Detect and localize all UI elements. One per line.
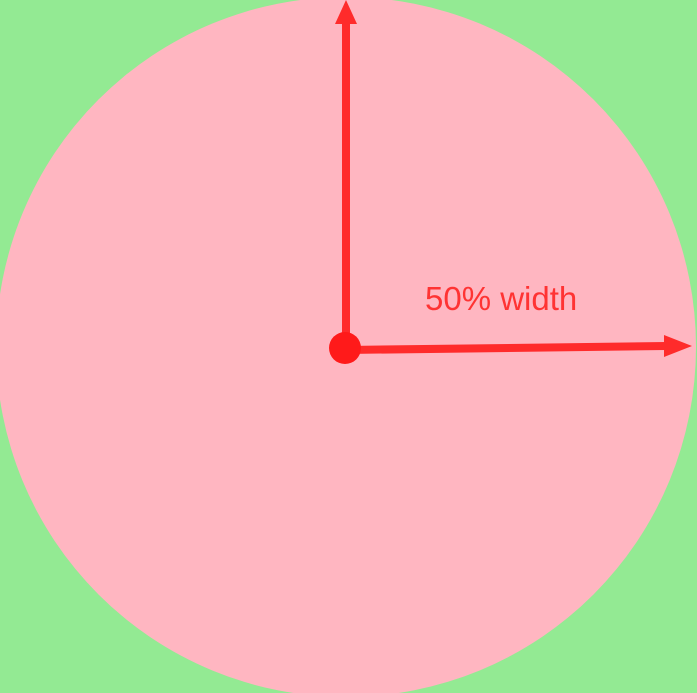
width-label: 50% width [425, 280, 577, 317]
horizontal-arrow-shaft [345, 342, 667, 354]
horizontal-arrowhead-icon [664, 335, 692, 357]
horizontal-arrow [345, 335, 692, 357]
vertical-arrowhead-icon [335, 0, 357, 24]
center-dot [329, 332, 361, 364]
vertical-arrow [335, 0, 357, 348]
